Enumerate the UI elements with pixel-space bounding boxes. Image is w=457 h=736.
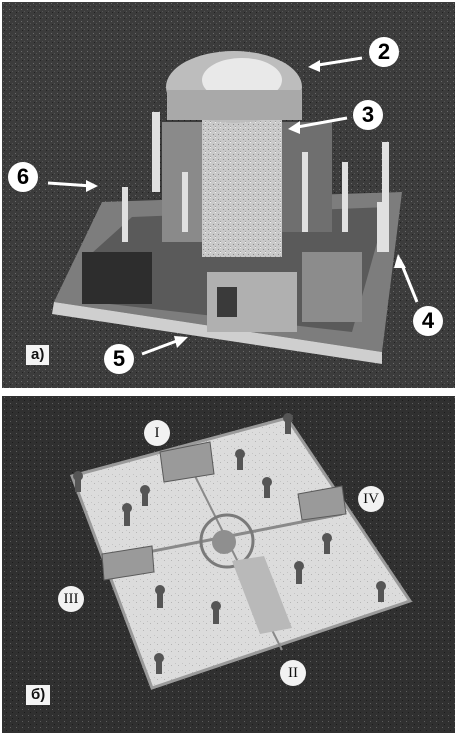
- section-label-IV: IV: [358, 486, 384, 512]
- center-column: [202, 117, 282, 257]
- photo-panel-b: I II III IV б): [2, 396, 455, 733]
- square-board: [70, 416, 413, 690]
- callout-6: 6: [8, 162, 38, 192]
- callout-4: 4: [413, 306, 443, 336]
- center-ring: [199, 513, 255, 569]
- section-label-III: III: [58, 586, 84, 612]
- bottom-strip: [232, 556, 292, 634]
- front-block-right: [302, 252, 362, 322]
- callout-2: 2: [369, 37, 399, 67]
- photo-panel-a: 2 3 4 5 6 a): [2, 2, 455, 388]
- callout-5: 5: [104, 344, 134, 374]
- panel-label-b: б): [26, 685, 51, 705]
- board-photo: [2, 396, 455, 733]
- front-block-left: [82, 252, 152, 304]
- panel-label-a: a): [26, 345, 50, 365]
- board-posts: [73, 413, 386, 674]
- callout-3: 3: [353, 100, 383, 130]
- center-hub: [212, 530, 236, 554]
- posts: [122, 112, 389, 252]
- base-plate-edge: [52, 302, 382, 364]
- corner-tabs: [101, 441, 347, 581]
- section-label-I: I: [144, 420, 170, 446]
- section-label-II: II: [280, 660, 306, 686]
- callout-arrows: [47, 56, 419, 356]
